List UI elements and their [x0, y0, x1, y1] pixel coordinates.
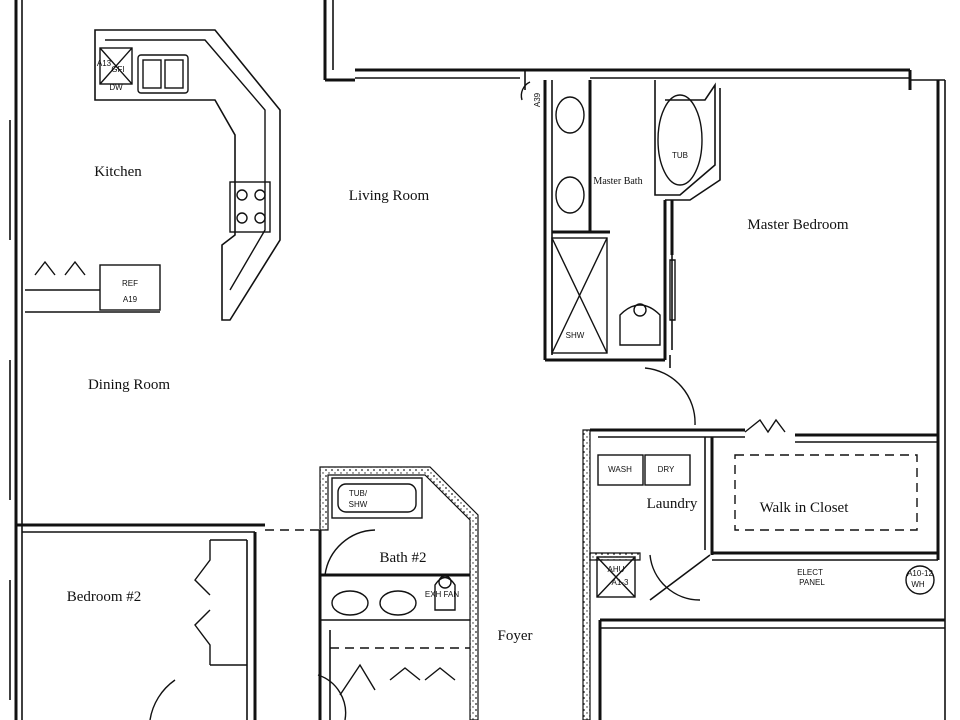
bedroom-2-walls [16, 523, 320, 720]
ref-outlet-label: A19 [123, 295, 138, 304]
bath-2-walls [317, 466, 479, 720]
kitchen-dw-label: DW [109, 83, 123, 92]
room-kitchen-label: Kitchen [94, 164, 142, 180]
room-foyer-label: Foyer [498, 628, 533, 644]
kitchen-a13-label: A13 [97, 59, 112, 68]
ahu-label: AHU [608, 565, 625, 574]
exterior-walls [9, 0, 946, 720]
room-bedroom-2-label: Bedroom #2 [67, 589, 142, 605]
kitchen-counters [94, 29, 281, 321]
elect-panel-label-2: PANEL [799, 578, 825, 587]
shower-master-label: SHW [566, 331, 585, 340]
water-heater-label-1: A10-12 [907, 569, 933, 578]
ref-label: REF [122, 279, 138, 288]
tub-shower-bath2-label-1: TUB/ [349, 489, 368, 498]
tub-master-label: TUB [672, 151, 688, 160]
room-dining-room-label: Dining Room [88, 377, 170, 393]
room-walk-in-closet-label: Walk in Closet [760, 500, 850, 516]
dry-label: DRY [658, 465, 675, 474]
laundry-walls [582, 418, 945, 720]
room-living-room-label: Living Room [349, 188, 430, 204]
room-master-bath-label: Master Bath [593, 176, 642, 187]
room-bath-2-label: Bath #2 [379, 550, 426, 566]
master-bath-walls [543, 80, 721, 426]
kitchen-gfi-label: GFI [111, 65, 124, 74]
refrigerator [25, 260, 161, 313]
misc-lines [520, 70, 676, 321]
exh-fan-label: EXH FAN [425, 590, 459, 599]
room-master-bedroom-label: Master Bedroom [747, 217, 849, 233]
wash-label: WASH [608, 465, 632, 474]
water-heater-label-2: WH [911, 580, 925, 589]
ahu-circuit-label: A1-3 [612, 578, 629, 587]
tub-shower-bath2-label-2: SHW [349, 500, 368, 509]
room-laundry-label: Laundry [647, 496, 698, 512]
master-bath-outlet-label: A39 [533, 92, 542, 107]
elect-panel-label-1: ELECT [797, 568, 823, 577]
